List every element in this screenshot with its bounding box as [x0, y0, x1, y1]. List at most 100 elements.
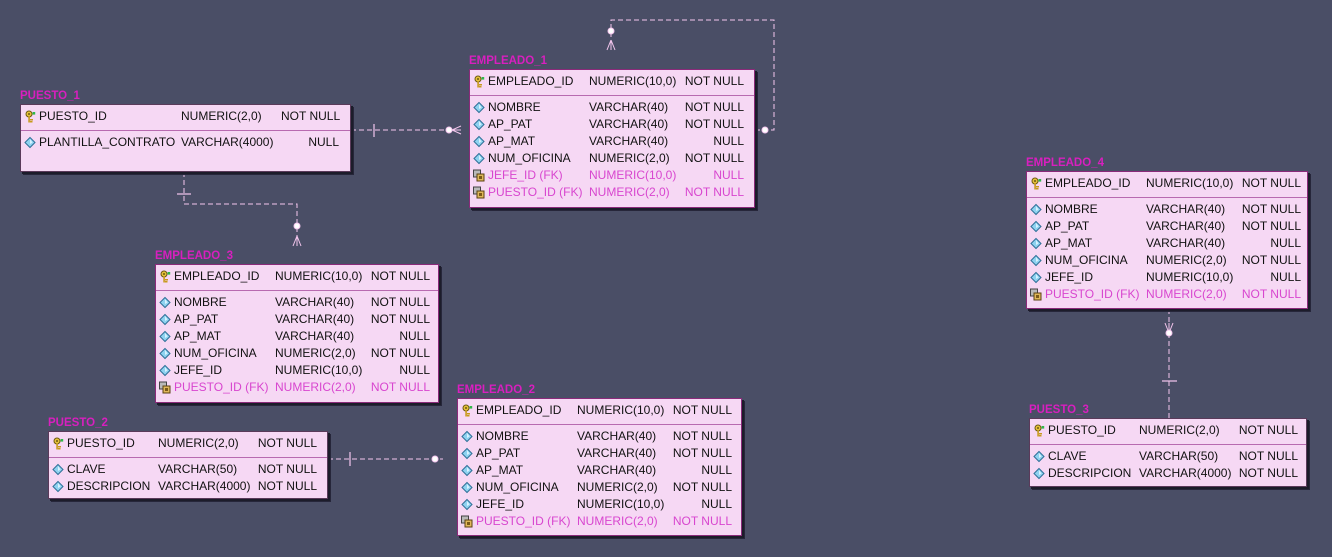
column-datatype: VARCHAR(40) [1146, 236, 1226, 250]
column-name: PUESTO_ID [39, 109, 107, 123]
attribute-diamond-icon [461, 464, 473, 477]
column-datatype: NUMERIC(10,0) [589, 168, 677, 182]
attribute-diamond-icon [159, 347, 171, 360]
column-datatype: NUMERIC(2,0) [1146, 253, 1227, 267]
attribute-row-jefe-id-fk[interactable]: JEFE_ID (FK)NUMERIC(10,0)NULL [470, 167, 754, 184]
entity-title[interactable]: PUESTO_2 [48, 417, 108, 429]
column-datatype: NUMERIC(10,0) [1146, 270, 1234, 284]
column-name: AP_PAT [476, 446, 521, 460]
entity-title[interactable]: EMPLEADO_1 [469, 55, 547, 67]
attribute-row-puesto-id-fk[interactable]: PUESTO_ID (FK)NUMERIC(2,0)NOT NULL [156, 379, 438, 396]
attribute-row-puesto-id-fk[interactable]: PUESTO_ID (FK)NUMERIC(2,0)NOT NULL [458, 513, 741, 530]
column-datatype: VARCHAR(40) [275, 295, 355, 309]
column-datatype: VARCHAR(40) [1146, 202, 1226, 216]
column-nullability: NOT NULL [1241, 253, 1301, 267]
column-datatype: VARCHAR(50) [1139, 449, 1219, 463]
attribute-diamond-icon [473, 101, 485, 114]
column-name: NUM_OFICINA [488, 151, 571, 165]
column-nullability: NOT NULL [370, 346, 430, 360]
entity-title[interactable]: PUESTO_1 [20, 90, 80, 102]
column-nullability: NOT NULL [672, 514, 732, 528]
entity-title[interactable]: EMPLEADO_3 [155, 250, 233, 262]
column-nullability: NOT NULL [370, 295, 430, 309]
attribute-diamond-icon [1030, 237, 1042, 250]
column-name: CLAVE [1048, 449, 1087, 463]
column-nullability: NOT NULL [1238, 449, 1298, 463]
column-nullability: NOT NULL [684, 100, 744, 114]
column-nullability: NOT NULL [1241, 287, 1301, 301]
column-nullability: NOT NULL [1241, 202, 1301, 216]
attribute-row-clave[interactable]: CLAVE VARCHAR(50) NOT NULL [1030, 448, 1306, 465]
attribute-diamond-icon [461, 481, 473, 494]
attribute-row-puesto-id-fk[interactable]: PUESTO_ID (FK)NUMERIC(2,0)NOT NULL [470, 184, 754, 201]
entity-title[interactable]: PUESTO_3 [1029, 404, 1089, 416]
column-name: EMPLEADO_ID [1045, 176, 1131, 190]
entity-title[interactable]: EMPLEADO_2 [457, 384, 535, 396]
attribute-diamond-icon [159, 313, 171, 326]
column-nullability: NULL [701, 497, 732, 511]
attribute-diamond-icon [159, 364, 171, 377]
column-name: EMPLEADO_ID [174, 269, 260, 283]
column-name: EMPLEADO_ID [488, 74, 574, 88]
column-nullability: NULL [713, 134, 744, 148]
column-datatype: VARCHAR(40) [589, 134, 669, 148]
column-nullability: NOT NULL [1241, 176, 1301, 190]
attribute-diamond-icon [52, 463, 64, 476]
entity-title[interactable]: EMPLEADO_4 [1026, 157, 1104, 169]
attribute-diamond-icon [1030, 271, 1042, 284]
key-icon [473, 75, 485, 88]
column-datatype: NUMERIC(2,0) [275, 346, 356, 360]
column-name: AP_PAT [174, 312, 219, 326]
column-nullability: NOT NULL [370, 269, 430, 283]
attribute-row-puesto-id-fk[interactable]: PUESTO_ID (FK)NUMERIC(2,0)NOT NULL [1027, 286, 1307, 303]
